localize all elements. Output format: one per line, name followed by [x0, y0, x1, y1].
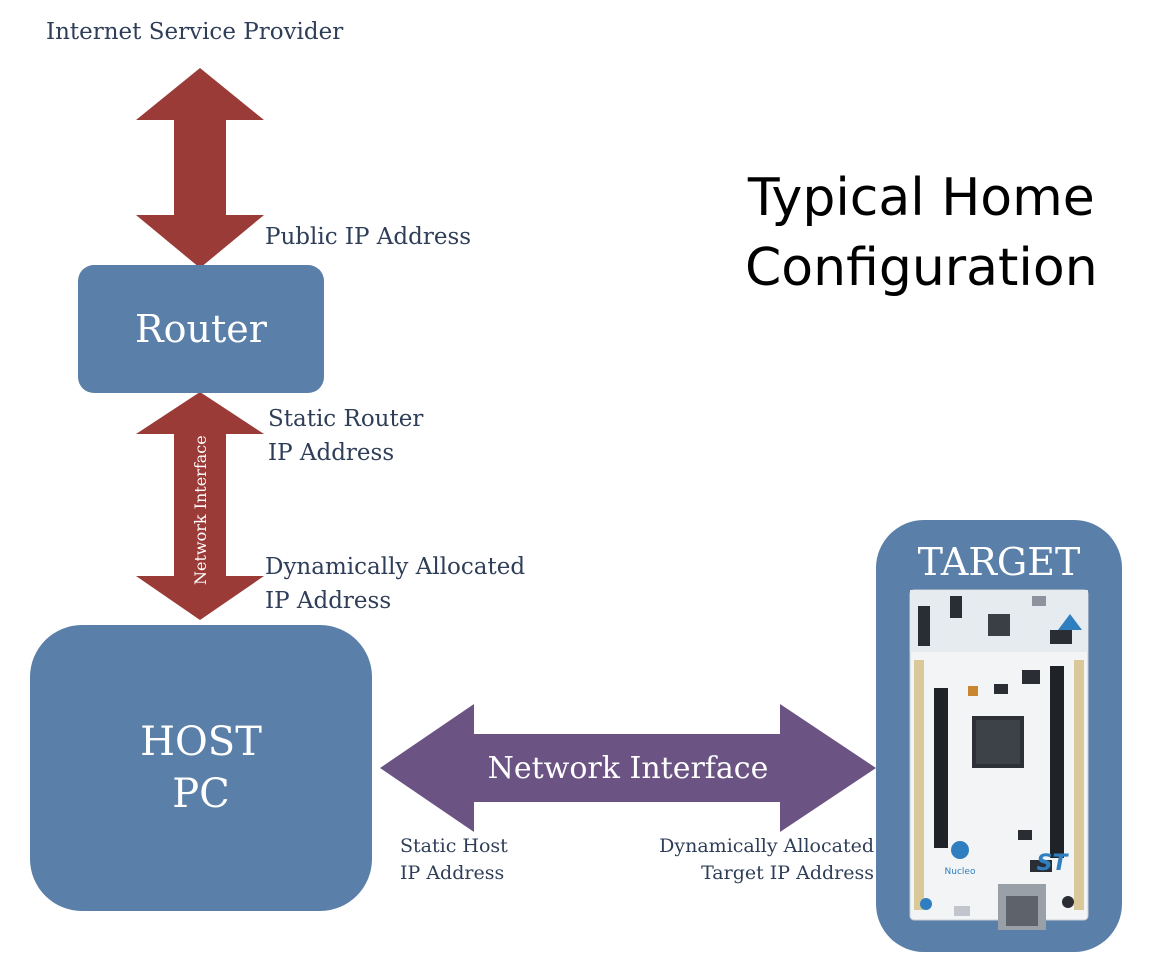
- router-host-arrow: [136, 392, 264, 620]
- board-logo-text: ST: [1037, 851, 1070, 876]
- horizontal-arrow-label: Network Interface: [488, 751, 769, 786]
- isp-router-arrow: [136, 68, 264, 268]
- dynamic-target-ip-label: Dynamically Allocated Target IP Address: [659, 835, 874, 884]
- isp-label: Internet Service Provider: [46, 19, 344, 45]
- vertical-arrow-label: Network Interface: [191, 435, 210, 585]
- public-ip-label: Public IP Address: [265, 224, 472, 250]
- host-pc-label: HOST PC: [140, 719, 262, 817]
- static-host-ip-label: Static Host IP Address: [400, 835, 508, 884]
- nucleo-board-image: Nucleo ST: [909, 589, 1089, 930]
- page-title: Typical Home Configuration: [745, 168, 1098, 298]
- target-label: TARGET: [918, 540, 1081, 584]
- host-target-arrow: [380, 704, 876, 832]
- dynamic-ip-label: Dynamically Allocated IP Address: [265, 554, 526, 614]
- host-pc-node: HOST PC: [30, 625, 372, 911]
- board-brand-text: Nucleo: [945, 867, 976, 877]
- router-node: Router: [78, 265, 324, 393]
- router-label: Router: [135, 307, 267, 351]
- static-router-ip-label: Static Router IP Address: [268, 406, 424, 466]
